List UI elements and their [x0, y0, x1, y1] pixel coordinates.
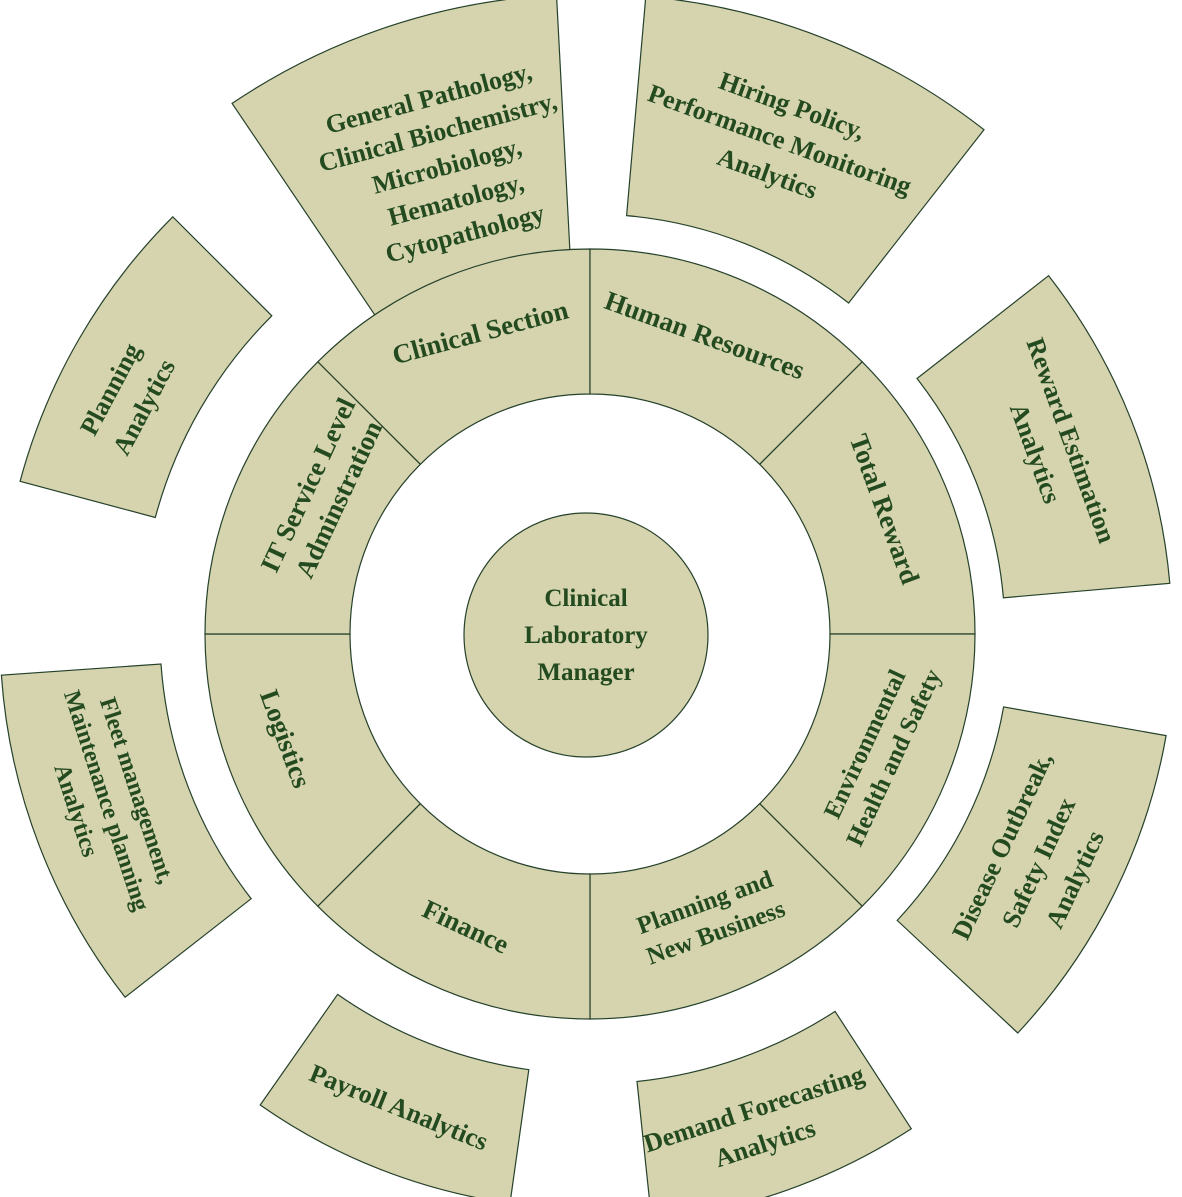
- outer-segment-planning-analytics: [19, 215, 273, 519]
- center-label-line: Laboratory: [524, 622, 648, 649]
- outer-segment-fleet-analytics: [0, 663, 253, 999]
- center-label-line: Clinical: [544, 585, 627, 612]
- center-label-line: Manager: [537, 659, 634, 686]
- outer-segment-disease-analytics: [896, 706, 1167, 1034]
- outer-segment-payroll-analytics: [259, 993, 530, 1197]
- outer-segment-reward-analytics: [916, 274, 1171, 599]
- center-circle: [463, 512, 709, 758]
- outer-segment-demand-analytics: [636, 1010, 913, 1197]
- inner-segment-it-service-level: [204, 360, 422, 635]
- outer-segment-hiring-analytics: [625, 0, 985, 304]
